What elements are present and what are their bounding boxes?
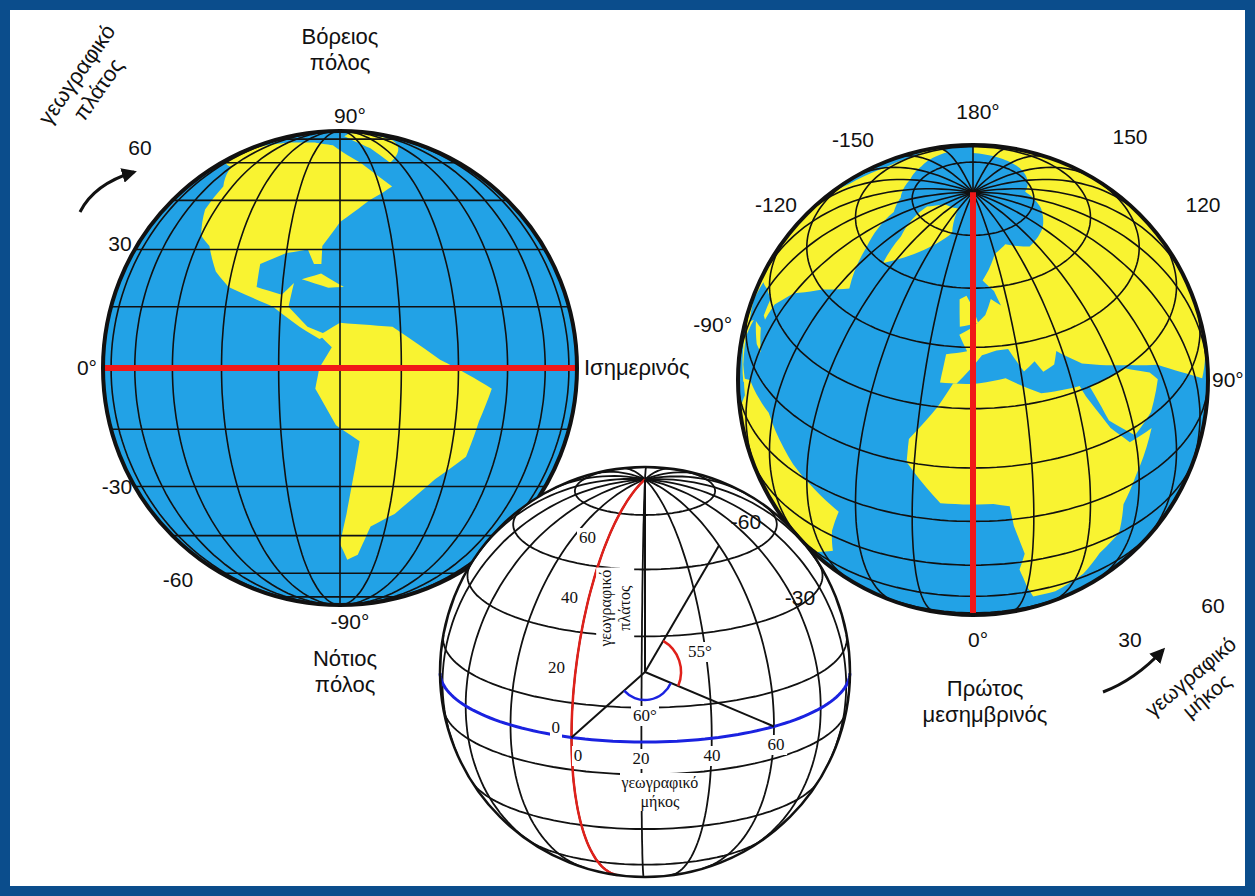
latitude-value: 60 [577, 528, 598, 548]
axis-title: γεωγραφικό μήκος [1139, 631, 1255, 741]
globe-outline [738, 145, 1208, 615]
angle-value: 55° [686, 642, 714, 662]
parallel-line [172, 200, 507, 202]
latitude-value: 60 [128, 135, 151, 160]
meridian-line [770, 192, 974, 539]
meridian-line [972, 145, 974, 192]
longitude-value: 150 [1113, 124, 1148, 149]
longitude-value: -120 [755, 192, 797, 217]
longitude-value: -60 [731, 509, 761, 534]
equator-line [103, 365, 577, 371]
axis-title: γεωγραφικό μήκος [620, 773, 701, 811]
longitude-value: 180° [956, 99, 999, 124]
meridian-line [973, 148, 1009, 192]
latitude-value: -60 [163, 567, 193, 592]
globe-disc [440, 467, 850, 877]
latitude-value: -30 [102, 474, 132, 499]
meridian-line [973, 156, 1049, 192]
latitude-value: 40 [559, 588, 580, 608]
globe-surface [738, 145, 1208, 615]
axis-title: γεωγραφικό πλάτος [596, 568, 634, 649]
parallel-line [222, 572, 459, 574]
parallel-line [222, 162, 459, 164]
latitude-value: 90° [334, 103, 366, 128]
latitude-value: 0° [77, 355, 97, 380]
land-mass [302, 274, 344, 288]
land-mass [201, 143, 392, 340]
prime-meridian-line [970, 192, 976, 615]
meridian-line [443, 479, 646, 754]
frame [5, 5, 1250, 891]
meridian-line [467, 479, 645, 570]
radius-line [645, 672, 774, 727]
radius-line [645, 546, 719, 673]
parallel-line [279, 138, 402, 140]
pole-label: Νότιος πόλος [313, 646, 377, 699]
meridian-label: Πρώτος μεσημβρινός [923, 676, 1048, 729]
meridian-line [645, 479, 846, 768]
meridian-line [645, 467, 646, 479]
meridian-line [973, 192, 1139, 580]
meridian-line [973, 192, 1034, 612]
longitude-value: 20 [631, 749, 652, 769]
equator-line [440, 673, 850, 742]
longitude-value: 90° [1212, 367, 1244, 392]
longitude-value: -30 [785, 585, 815, 610]
latitude-value: 20 [546, 658, 567, 678]
meridian-line [645, 479, 712, 875]
longitude-value: 60 [766, 735, 787, 755]
latitude-value: 30 [108, 231, 131, 256]
globe-outline [440, 467, 850, 877]
meridian-line [973, 180, 1142, 217]
meridian-line [572, 479, 646, 875]
longitude-value: 40 [702, 746, 723, 766]
meridian-line [912, 192, 973, 612]
longitude-value: 30 [1118, 627, 1141, 652]
globe-surface [443, 467, 847, 877]
meridian-line [973, 167, 1093, 192]
angle-value: 60° [631, 706, 659, 726]
direction-arrow [1103, 650, 1163, 692]
globes [103, 131, 1208, 877]
latitude-value: 0 [550, 718, 563, 738]
globe-disc [738, 145, 1208, 615]
parallel-line [103, 367, 577, 369]
reference-meridian [572, 479, 646, 875]
parallel-line [172, 535, 507, 537]
longitude-value: 0 [572, 746, 585, 766]
parallel-line [279, 596, 402, 598]
radius-line [644, 479, 646, 672]
land-mass [1090, 368, 1158, 435]
longitude-value: -90° [693, 312, 732, 337]
equator-label: Ισημερινός [584, 355, 690, 381]
longitude-value: -150 [832, 127, 874, 152]
angle-arc [663, 641, 681, 686]
angle-arc [624, 683, 671, 700]
meridian-line [641, 479, 645, 877]
direction-arrow [80, 172, 134, 212]
parallel-line [111, 306, 569, 308]
meridian-line [973, 192, 1177, 539]
axis-title: γεωγραφικό πλάτος [33, 19, 143, 145]
pole-label: Βόρειος πόλος [302, 24, 379, 77]
meridian-line [807, 192, 973, 580]
longitude-value: 60 [1201, 593, 1224, 618]
parallel-line [135, 249, 545, 251]
meridian-line [972, 192, 974, 615]
parallel-line [135, 486, 545, 488]
radius-line [572, 672, 646, 738]
meridian-line [937, 148, 973, 192]
latitude-value: -90° [331, 609, 370, 634]
meridian-line [973, 189, 1186, 282]
longitude-value: 0° [968, 627, 988, 652]
parallel-line [111, 428, 569, 430]
longitude-value: 120 [1186, 192, 1221, 217]
